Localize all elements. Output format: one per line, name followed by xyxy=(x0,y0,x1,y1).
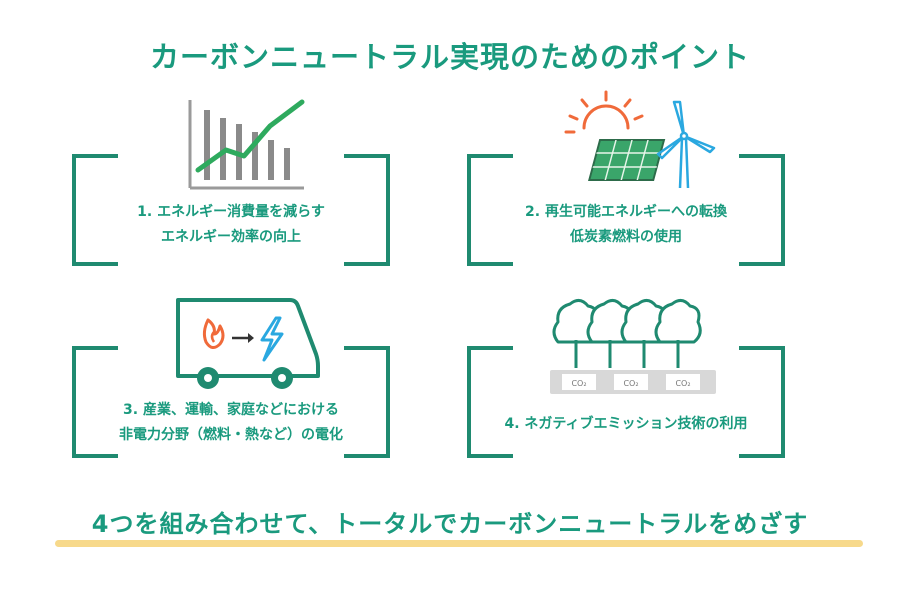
point-2-line-1: 2. 再生可能エネルギーへの転換 xyxy=(525,204,727,220)
point-text-3: 3. 産業、運輸、家庭などにおける 非電力分野（燃料・熱など）の電化 xyxy=(72,398,390,448)
point-text-1: 1. エネルギー消費量を減らす エネルギー効率の向上 xyxy=(72,200,390,250)
co2-label-3: CO₂ xyxy=(675,379,691,388)
co2-label-1: CO₂ xyxy=(571,379,587,388)
point-text-4: 4. ネガティブエミッション技術の利用 xyxy=(467,412,785,437)
bracket-left xyxy=(467,346,513,458)
bracket-left xyxy=(467,154,513,266)
conclusion-underline xyxy=(55,540,863,547)
bracket-right xyxy=(739,346,785,458)
point-1-line-2: エネルギー効率の向上 xyxy=(161,229,301,245)
bracket-left xyxy=(72,346,118,458)
solar-wind-icon xyxy=(564,90,716,189)
forest-co2-icon xyxy=(550,299,716,394)
point-3-line-1: 3. 産業、運輸、家庭などにおける xyxy=(123,402,339,418)
point-text-2: 2. 再生可能エネルギーへの転換 低炭素燃料の使用 xyxy=(467,200,785,250)
co2-label-2: CO₂ xyxy=(623,379,639,388)
point-card-3: 3. 産業、運輸、家庭などにおける 非電力分野（燃料・熱など）の電化 xyxy=(72,346,390,458)
bracket-left xyxy=(72,154,118,266)
point-3-line-2: 非電力分野（燃料・熱など）の電化 xyxy=(119,427,343,443)
bracket-right xyxy=(739,154,785,266)
point-card-1: 1. エネルギー消費量を減らす エネルギー効率の向上 xyxy=(72,154,390,266)
point-2-line-2: 低炭素燃料の使用 xyxy=(570,229,682,245)
point-4-line-1: 4. ネガティブエミッション技術の利用 xyxy=(504,416,748,432)
bracket-right xyxy=(344,154,390,266)
point-card-2: 2. 再生可能エネルギーへの転換 低炭素燃料の使用 xyxy=(467,154,785,266)
declining-chart-icon xyxy=(188,99,305,190)
page-title: カーボンニュートラル実現のためのポイント xyxy=(149,40,750,74)
point-1-line-1: 1. エネルギー消費量を減らす xyxy=(137,204,325,220)
bracket-right xyxy=(344,346,390,458)
electric-vehicle-icon xyxy=(176,298,320,389)
conclusion-text: 4つを組み合わせて、トータルでカーボンニュートラルをめざす xyxy=(91,510,809,538)
point-card-4: 4. ネガティブエミッション技術の利用 xyxy=(467,346,785,458)
